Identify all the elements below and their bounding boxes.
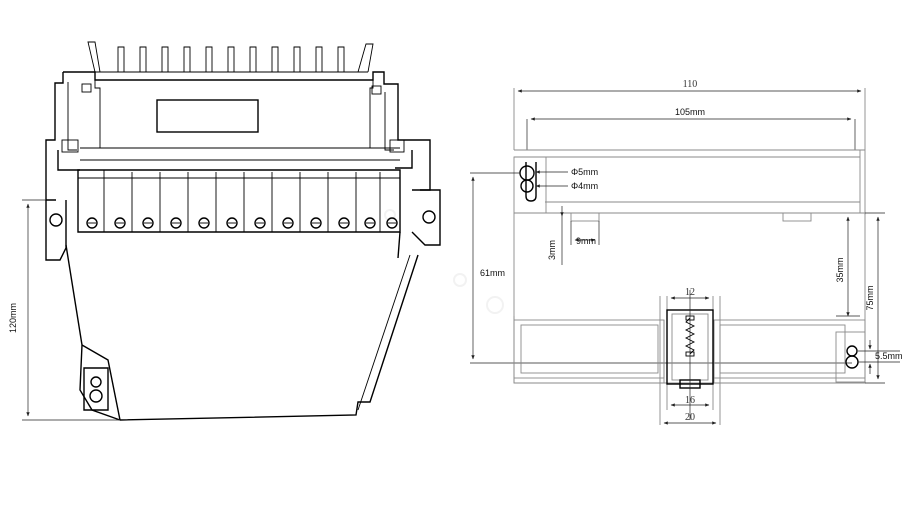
side-mounting-ears xyxy=(45,189,441,261)
height-dimension-75: 75mm xyxy=(865,212,885,384)
clip-dimensions: 12 16 20 xyxy=(663,287,717,425)
dimension-label-61mm: 61mm xyxy=(480,268,505,278)
dimension-label-120mm: 120mm xyxy=(8,303,18,333)
slot-dimensions: 9mm 3mm xyxy=(547,206,600,265)
dimension-label-105mm: 105mm xyxy=(675,107,705,117)
dimension-label-35mm: 35mm xyxy=(835,257,845,282)
enclosure-plan-view: 110 105mm Φ5mm xyxy=(470,79,902,425)
din-clip xyxy=(659,290,721,425)
hole-label-5mm: Φ5mm xyxy=(571,167,598,177)
height-dimension-120: 120mm xyxy=(8,199,120,421)
width-dimension-105: 105mm xyxy=(526,107,856,150)
top-frame xyxy=(45,71,431,201)
dimension-label-5-5mm: 5.5mm xyxy=(875,351,902,361)
hole-callouts: Φ5mm Φ4mm xyxy=(535,167,598,191)
dimension-label-20: 20 xyxy=(685,412,695,423)
terminal-screws xyxy=(86,217,398,229)
offset-dimension-5-5: 5.5mm xyxy=(858,340,902,374)
terminal-block xyxy=(77,169,401,233)
dimension-label-12: 12 xyxy=(685,287,695,298)
hole-label-4mm: Φ4mm xyxy=(571,181,598,191)
mounting-tab-right xyxy=(835,331,866,383)
dimension-label-75mm: 75mm xyxy=(865,285,875,310)
top-rail xyxy=(514,149,866,222)
width-dimension-110: 110 xyxy=(513,79,866,150)
dimension-label-110: 110 xyxy=(683,79,698,90)
enclosure-body xyxy=(65,231,419,421)
depth-dimension-61: 61mm xyxy=(470,172,852,364)
height-dimension-35: 35mm xyxy=(835,216,860,317)
dimension-label-16: 16 xyxy=(685,395,695,406)
enclosure-perspective-view: 120mm xyxy=(8,41,441,421)
label-window xyxy=(156,99,259,133)
mounting-tab-left xyxy=(513,156,547,214)
cooling-fins xyxy=(87,41,374,73)
dimension-label-3mm: 3mm xyxy=(547,240,557,260)
dimension-label-9mm: 9mm xyxy=(576,236,596,246)
watermark xyxy=(384,209,504,314)
